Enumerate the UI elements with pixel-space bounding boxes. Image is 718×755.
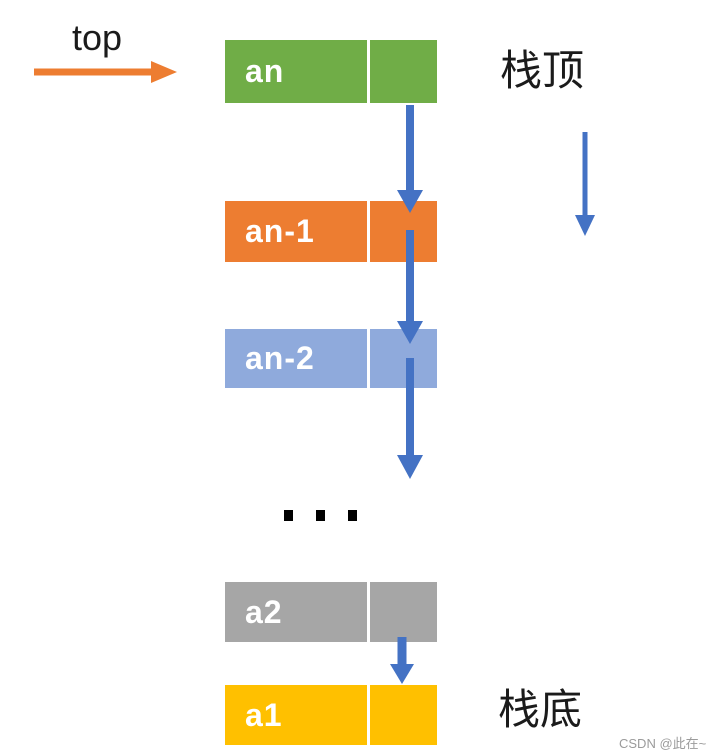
node-data-cell: a2 — [225, 582, 367, 642]
top-pointer-arrow-icon — [34, 61, 177, 83]
stack-node-a2: a2 — [225, 582, 437, 642]
stack-direction-arrow-icon — [575, 132, 595, 236]
link-arrow-an-to-an-1-icon — [397, 105, 423, 213]
node-divider — [367, 201, 370, 262]
node-label: an-2 — [245, 340, 315, 376]
node-data-cell: a1 — [225, 685, 367, 745]
ellipsis — [284, 510, 357, 521]
stack-node-an-1: an-1 — [225, 201, 437, 262]
node-data-cell: an — [225, 40, 367, 103]
watermark: CSDN @此在~ — [619, 736, 707, 751]
link-arrow-an-2-to-ellipsis-icon — [397, 358, 423, 479]
ellipsis-dot — [284, 510, 293, 521]
node-label: a1 — [245, 696, 283, 733]
stack-node-a1: a1 — [225, 685, 437, 745]
node-label: an-1 — [245, 213, 315, 249]
stack-node-an-2: an-2 — [225, 329, 437, 388]
ellipsis-dot — [316, 510, 325, 521]
stack-top-label: 栈顶 — [500, 47, 585, 94]
node-divider — [367, 40, 370, 103]
ellipsis-dot — [348, 510, 357, 521]
node-divider — [367, 329, 370, 388]
node-pointer-cell — [370, 582, 437, 642]
link-arrow-an-1-to-an-2-icon — [397, 230, 423, 344]
node-pointer-cell — [370, 40, 437, 103]
node-divider — [367, 582, 370, 642]
node-data-cell: an-1 — [225, 201, 367, 262]
node-pointer-cell — [370, 685, 437, 745]
node-data-cell: an-2 — [225, 329, 367, 388]
stack-bottom-label: 栈底 — [498, 686, 583, 733]
link-arrow-a2-to-a1-icon — [390, 637, 414, 684]
node-label: an — [245, 53, 285, 89]
node-label: a2 — [245, 593, 283, 630]
top-pointer-label: top — [72, 17, 123, 58]
node-divider — [367, 685, 370, 745]
stack-node-an: an — [225, 40, 437, 103]
